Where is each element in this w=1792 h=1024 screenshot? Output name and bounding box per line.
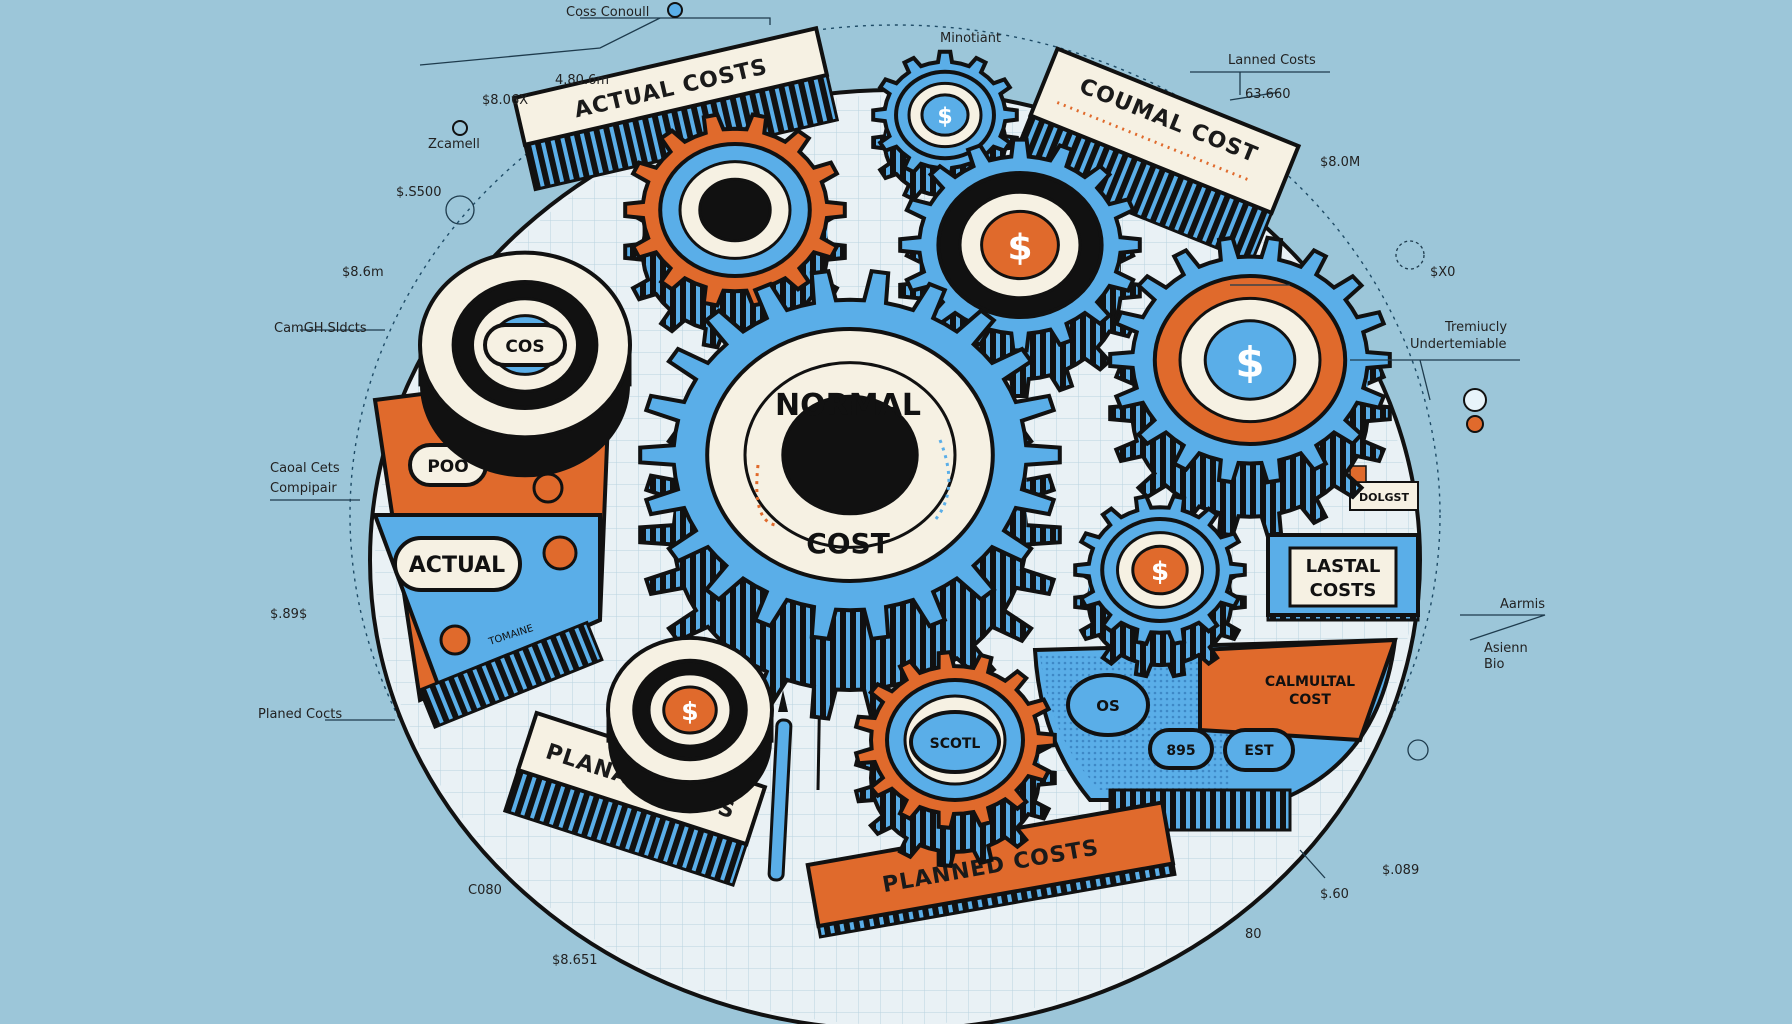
callout-minotiant: Minotiant bbox=[940, 31, 1001, 46]
gear-right-small-dollar-icon: $ bbox=[1151, 557, 1169, 587]
center-label-normal: NORMAL bbox=[775, 388, 921, 423]
callout-lanned-costs: Lanned Costs bbox=[1228, 53, 1316, 68]
pill-scott: SCOTL bbox=[909, 710, 1001, 774]
callout-undertemiable: Undertemiable bbox=[1410, 337, 1507, 352]
callout-zcamell: Zcamell bbox=[428, 137, 480, 152]
callout-compipair: Compipair bbox=[270, 481, 337, 496]
gear-left-cylinder bbox=[418, 250, 632, 478]
pill-os-label: OS bbox=[1096, 697, 1120, 715]
gear-right-small: $ bbox=[1073, 493, 1247, 679]
callout-camgh: CamGH.Sldcts bbox=[274, 321, 367, 336]
center-gear-labels: NORMAL COST bbox=[755, 388, 951, 560]
gear-right-large: $ bbox=[1108, 235, 1392, 538]
pill-poo-label: POO bbox=[427, 457, 468, 477]
gear-top-small-dollar-icon: $ bbox=[937, 105, 952, 130]
pill-895: 895 bbox=[1148, 728, 1214, 770]
callout-caoal-cets: Caoal Cets bbox=[270, 461, 340, 476]
callout-4806m: 4.80.6m bbox=[555, 73, 609, 88]
callout-asienn: Asienn bbox=[1484, 641, 1528, 656]
callout-63660: 63.660 bbox=[1245, 87, 1291, 102]
callout-sx0: $X0 bbox=[1430, 265, 1455, 280]
annotation-dots bbox=[445, 2, 1487, 761]
callout-889: $.89$ bbox=[270, 607, 307, 622]
tag-dolgst: DOLGST bbox=[1349, 465, 1419, 511]
callouts: Coss Conoull Minotiant Lanned Costs 63.6… bbox=[258, 5, 1545, 968]
gear-top-small: $ bbox=[871, 49, 1019, 208]
gear-top-center-dollar-icon: $ bbox=[1007, 227, 1032, 268]
callout-806x: $8.06X bbox=[482, 93, 528, 108]
gear-top-left bbox=[623, 112, 847, 350]
callout-tremiucly: Tremiucly bbox=[1444, 320, 1507, 335]
gear-bottom-left-cylinder-dollar-icon: $ bbox=[681, 697, 698, 726]
callout-60: $.60 bbox=[1320, 887, 1349, 902]
pill-est-label: EST bbox=[1244, 743, 1274, 759]
callout-bio: Bio bbox=[1484, 657, 1505, 672]
calmultal-line2: COST bbox=[1289, 692, 1331, 708]
pill-895-label: 895 bbox=[1166, 743, 1195, 759]
callout-8500: $.S500 bbox=[396, 185, 441, 200]
pill-poo: POO bbox=[408, 443, 564, 504]
callout-8551: $8.651 bbox=[552, 953, 598, 968]
callout-c080: C080 bbox=[468, 883, 502, 898]
callout-80: 80 bbox=[1245, 927, 1262, 942]
callout-planed-costs: Planed Cocts bbox=[258, 707, 342, 722]
callout-886m: $8.6m bbox=[342, 265, 384, 280]
gear-bottom-left-cylinder: $ bbox=[606, 635, 774, 814]
lastal-line1: LASTAL bbox=[1306, 556, 1381, 577]
banner-coumal-cost: COUMAL COST bbox=[1008, 46, 1302, 264]
gear-right-large-dollar-icon: $ bbox=[1235, 338, 1264, 387]
card-actual-label: ACTUAL bbox=[409, 553, 505, 578]
calmultal-line1: CALMULTAL bbox=[1265, 674, 1355, 690]
outer-orbit bbox=[349, 24, 1441, 1006]
pill-os: OS bbox=[1066, 673, 1150, 737]
gear-center-large bbox=[638, 268, 1062, 721]
box-lastal-costs: LASTAL COSTS bbox=[1266, 533, 1420, 622]
callout-869: $.089 bbox=[1382, 863, 1419, 878]
label-calmultal-cost: CALMULTAL COST bbox=[1265, 674, 1355, 708]
callout-top-title: Coss Conoull bbox=[566, 5, 649, 20]
lastal-line2: COSTS bbox=[1310, 580, 1377, 601]
pill-est: EST bbox=[1223, 728, 1295, 772]
pill-cos: COS bbox=[483, 323, 567, 367]
center-label-cost: COST bbox=[806, 527, 890, 560]
pill-cos-label: COS bbox=[505, 337, 544, 357]
annotation-lines bbox=[270, 17, 1546, 879]
callout-80m: $8.0M bbox=[1320, 155, 1360, 170]
tag-dolgst-label: DOLGST bbox=[1359, 491, 1409, 504]
callout-aarmis: Aarmis bbox=[1500, 597, 1545, 612]
pill-scott-label: SCOTL bbox=[930, 736, 981, 752]
